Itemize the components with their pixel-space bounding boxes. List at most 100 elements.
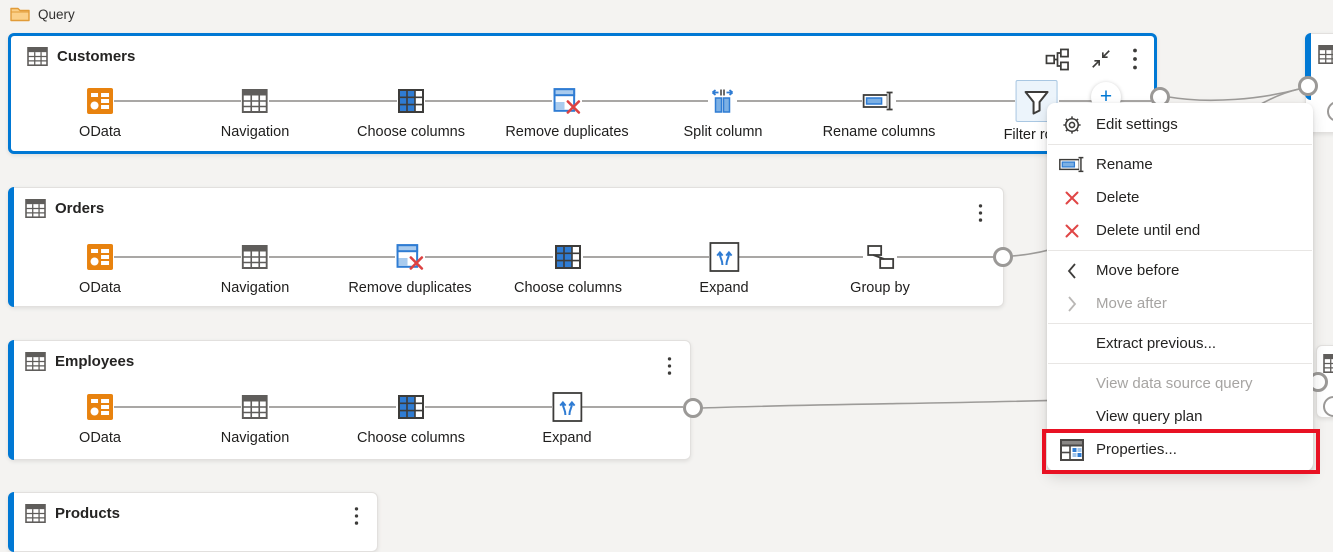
menu-item-delete[interactable]: Delete	[1047, 181, 1313, 214]
chevron-right-icon	[1068, 295, 1077, 312]
table-icon	[25, 199, 46, 218]
step-group-by[interactable]: Group by	[850, 239, 910, 296]
table-icon	[1318, 45, 1333, 64]
query-box-customers[interactable]: Customers	[8, 33, 1157, 154]
step-navigation[interactable]: Navigation	[221, 83, 289, 140]
gear-icon	[1063, 115, 1081, 134]
step-wire	[269, 406, 396, 408]
menu-item-properties[interactable]: Properties...	[1047, 433, 1313, 466]
menu-divider	[1048, 144, 1312, 145]
group-by-icon	[867, 245, 894, 269]
remove-duplicates-icon	[396, 244, 423, 270]
menu-divider	[1048, 250, 1312, 251]
step-wire	[737, 100, 862, 102]
menu-item-edit-settings[interactable]: Edit settings	[1047, 108, 1313, 141]
query-options-button[interactable]	[976, 201, 985, 225]
step-split-column[interactable]: Split column	[684, 83, 762, 140]
reference-branch-button[interactable]	[1043, 46, 1072, 73]
collapse-icon	[1092, 50, 1110, 68]
step-wire	[114, 406, 241, 408]
table-icon	[25, 352, 46, 371]
step-wire	[896, 100, 1015, 102]
query-options-button[interactable]	[1130, 45, 1140, 73]
step-remove-duplicates[interactable]: Remove duplicates	[505, 83, 629, 140]
menu-item-view-data-source-query[interactable]: View data source query	[1096, 375, 1253, 392]
menu-item-view-query-plan[interactable]: View query plan	[1096, 408, 1203, 425]
step-choose-columns[interactable]: Choose columns	[357, 389, 465, 446]
step-wire	[582, 406, 683, 408]
step-odata[interactable]: OData	[79, 389, 121, 446]
choose-columns-icon	[398, 395, 424, 419]
step-odata[interactable]: OData	[79, 239, 121, 296]
menu-item-delete-until-end[interactable]: Delete until end	[1047, 214, 1313, 247]
query-group-label: Query	[10, 6, 75, 22]
employees-output-port[interactable]	[683, 398, 703, 418]
odata-icon	[86, 244, 113, 270]
diagram-canvas: Query Customers	[8, 6, 1333, 552]
collapse-button[interactable]	[1088, 46, 1114, 72]
query-accent-bar	[8, 492, 14, 552]
step-wire	[114, 100, 241, 102]
expand-icon	[552, 392, 582, 422]
step-odata[interactable]: OData	[79, 83, 121, 140]
query-accent-bar	[1305, 33, 1311, 100]
table-icon	[25, 504, 46, 523]
step-wire	[582, 100, 708, 102]
step-wire	[269, 256, 395, 258]
table-icon	[1323, 354, 1333, 373]
step-context-menu: Edit settings Rename Delete Delete until…	[1047, 103, 1313, 471]
choose-columns-icon	[398, 89, 424, 113]
query-box-orders[interactable]: Orders	[8, 187, 1004, 307]
menu-item-move-after[interactable]: Move after	[1047, 287, 1313, 320]
query-title: Customers	[57, 48, 136, 65]
menu-item-rename[interactable]: Rename	[1047, 148, 1313, 181]
step-wire	[425, 256, 553, 258]
step-rename-columns[interactable]: Rename columns	[823, 83, 935, 140]
ellipsis-icon	[354, 507, 359, 525]
menu-divider	[1048, 363, 1312, 364]
remove-duplicates-icon	[553, 88, 580, 114]
ellipsis-icon	[1133, 48, 1137, 70]
ellipsis-icon	[978, 204, 983, 222]
step-remove-duplicates[interactable]: Remove duplicates	[348, 239, 472, 296]
step-choose-columns[interactable]: Choose columns	[357, 83, 465, 140]
navigation-icon	[241, 395, 268, 419]
chevron-left-icon	[1067, 262, 1076, 279]
split-column-icon	[712, 89, 734, 113]
delete-icon	[1065, 224, 1079, 237]
odata-icon	[86, 394, 113, 420]
step-wire	[739, 256, 863, 258]
menu-item-move-before[interactable]: Move before	[1047, 254, 1313, 287]
step-navigation[interactable]: Navigation	[221, 389, 289, 446]
orders-output-port[interactable]	[993, 247, 1013, 267]
properties-icon	[1060, 438, 1084, 461]
step-wire	[114, 256, 241, 258]
expand-icon	[709, 242, 739, 272]
table-icon	[27, 47, 48, 66]
query-box-products[interactable]: Products	[8, 492, 378, 552]
odata-icon	[86, 88, 113, 114]
delete-icon	[1065, 191, 1079, 204]
step-wire	[583, 256, 709, 258]
folder-label-text: Query	[38, 6, 75, 22]
navigation-icon	[241, 245, 268, 269]
menu-item-extract-previous[interactable]: Extract previous...	[1096, 335, 1217, 352]
step-choose-columns[interactable]: Choose columns	[514, 239, 622, 296]
query-title: Employees	[55, 353, 135, 370]
menu-divider	[1048, 323, 1312, 324]
step-navigation[interactable]: Navigation	[221, 239, 289, 296]
step-wire	[269, 100, 397, 102]
step-expand[interactable]: Expand	[542, 389, 592, 446]
rename-icon	[1059, 156, 1084, 173]
partial-top-input-port[interactable]	[1298, 76, 1318, 96]
rename-columns-icon	[863, 91, 893, 111]
step-wire	[897, 256, 995, 258]
step-expand[interactable]: Expand	[699, 239, 749, 296]
query-accent-bar	[8, 340, 14, 460]
step-wire	[425, 406, 552, 408]
query-options-button[interactable]	[352, 504, 361, 528]
step-wire	[425, 100, 552, 102]
navigation-icon	[241, 89, 268, 113]
folder-icon	[10, 7, 30, 22]
query-options-button[interactable]	[665, 354, 674, 378]
